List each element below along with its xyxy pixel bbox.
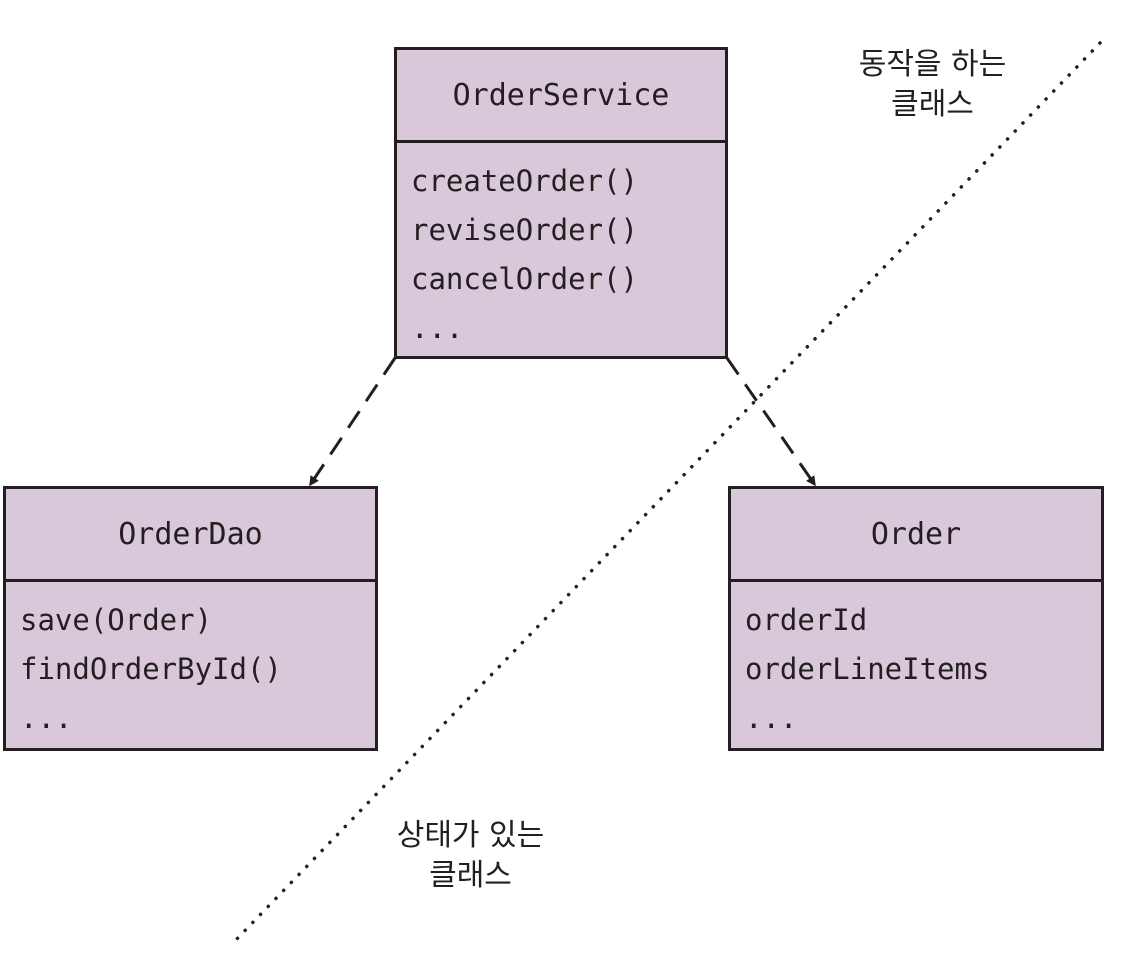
- class-name: OrderService: [397, 50, 725, 143]
- member-item: ...: [745, 701, 798, 735]
- annotation-line: 클래스: [429, 858, 512, 893]
- class-box-orderservice: OrderService createOrder() reviseOrder()…: [394, 47, 728, 359]
- member-item: orderLineItems: [745, 652, 990, 686]
- member-item: findOrderById(): [20, 652, 282, 686]
- member-item: ...: [20, 701, 73, 735]
- class-name: OrderDao: [6, 489, 375, 582]
- member-item: ...: [411, 311, 464, 345]
- class-members: orderId orderLineItems ...: [731, 582, 1101, 743]
- class-box-order: Order orderId orderLineItems ...: [728, 486, 1104, 751]
- member-item: save(Order): [20, 603, 213, 637]
- class-box-orderdao: OrderDao save(Order) findOrderById() ...: [3, 486, 378, 751]
- member-item: orderId: [745, 603, 868, 637]
- dependency-arrow-to-orderdao: [308, 357, 397, 487]
- class-name: Order: [731, 489, 1101, 582]
- annotation-line: 클래스: [891, 87, 974, 122]
- member-item: reviseOrder(): [411, 213, 638, 247]
- member-item: createOrder(): [411, 164, 638, 198]
- annotation-behavior-classes: 동작을 하는 클래스: [820, 45, 1045, 125]
- member-item: cancelOrder(): [411, 262, 638, 296]
- class-members: createOrder() reviseOrder() cancelOrder(…: [397, 143, 725, 353]
- annotation-stateful-classes: 상태가 있는 클래스: [358, 816, 583, 896]
- annotation-line: 상태가 있는: [396, 818, 545, 853]
- annotation-line: 동작을 하는: [858, 47, 1007, 82]
- dependency-arrow-to-order: [725, 357, 817, 487]
- class-members: save(Order) findOrderById() ...: [6, 582, 375, 743]
